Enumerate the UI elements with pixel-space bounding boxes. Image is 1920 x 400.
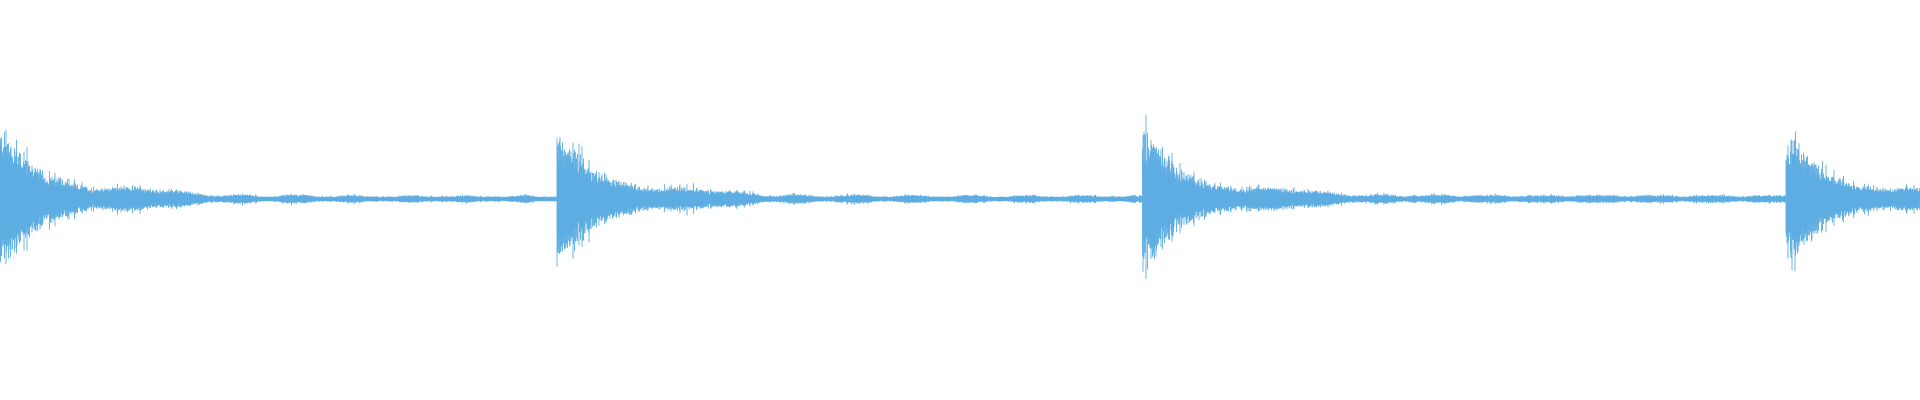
waveform-trace — [0, 114, 1920, 279]
waveform-samples — [0, 114, 1920, 279]
